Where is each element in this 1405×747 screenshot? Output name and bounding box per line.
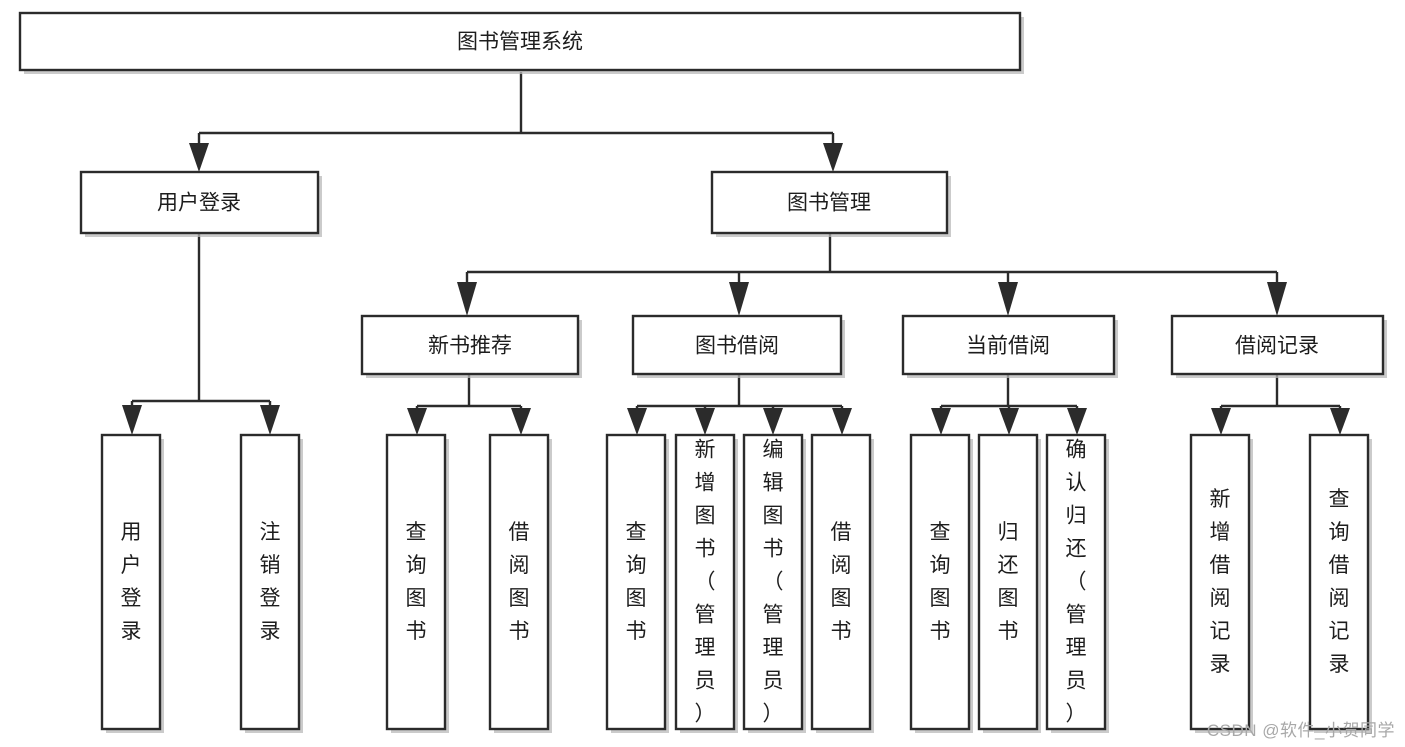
node-leaf-current-return-box[interactable]	[977, 433, 1039, 731]
node-leaf-records-query-box[interactable]	[1308, 433, 1370, 731]
node-leaf-user-login[interactable]: 用户登录	[100, 433, 164, 733]
arrowhead-to-borrow-query	[627, 408, 647, 435]
node-leaf-borrow-lend-label: 借阅图书	[831, 521, 852, 643]
node-leaf-borrow-query-label: 查询图书	[626, 521, 647, 643]
node-leaf-newbook-borrow-label: 借阅图书	[509, 521, 530, 643]
node-leaf-records-query-label: 查询借阅记录	[1329, 488, 1350, 676]
node-newbook-box[interactable]	[360, 314, 580, 376]
node-leaf-borrow-add-label: 新增图书（管理员）	[695, 439, 716, 726]
node-newbook-label: 新书推荐	[428, 335, 512, 358]
node-root-label: 图书管理系统	[457, 31, 583, 54]
node-leaf-borrow-lend[interactable]: 借阅图书	[810, 433, 874, 733]
node-leaf-borrow-add-box[interactable]	[674, 433, 736, 731]
node-bookmgmt-label: 图书管理	[787, 192, 871, 215]
connector-root-to-level2	[189, 72, 843, 172]
connector-login-to-level4	[122, 233, 280, 435]
node-leaf-borrow-edit-label: 编辑图书（管理员）	[763, 439, 784, 726]
node-bookmgmt[interactable]: 图书管理	[710, 170, 951, 237]
node-leaf-logout-box[interactable]	[239, 433, 301, 731]
node-leaf-current-return[interactable]: 归还图书	[977, 433, 1041, 733]
node-borrow-label: 图书借阅	[695, 335, 779, 358]
node-login-box[interactable]	[79, 170, 320, 235]
arrowhead-to-newbook-borrow	[511, 408, 531, 435]
node-leaf-current-confirm-box[interactable]	[1045, 433, 1107, 731]
arrowhead-to-borrow-lend	[832, 408, 852, 435]
node-leaf-current-query-box[interactable]	[909, 433, 971, 731]
arrowhead-to-borrow-edit	[763, 408, 783, 435]
node-leaf-newbook-query-label: 查询图书	[406, 521, 427, 643]
node-leaf-records-add-label: 新增借阅记录	[1210, 488, 1231, 676]
connector-newbook-to-level4	[407, 374, 531, 435]
node-leaf-current-confirm-label: 确认归还（管理员）	[1066, 439, 1087, 726]
node-leaf-newbook-query[interactable]: 查询图书	[385, 433, 449, 733]
arrowhead-to-current-query	[931, 408, 951, 435]
arrowhead-to-current	[998, 282, 1018, 316]
node-leaf-records-add-box[interactable]	[1189, 433, 1251, 731]
arrowhead-to-logout-leaf	[260, 405, 280, 435]
node-root[interactable]: 图书管理系统	[18, 11, 1024, 74]
node-leaf-borrow-add[interactable]: 新增图书（管理员）	[674, 433, 738, 733]
node-current-box[interactable]	[901, 314, 1116, 376]
node-leaf-newbook-borrow[interactable]: 借阅图书	[488, 433, 552, 733]
node-leaf-current-query-label: 查询图书	[930, 521, 951, 643]
arrowhead-to-bookmgmt	[823, 143, 843, 172]
connector-bookmgmt-to-level3	[457, 233, 1287, 316]
connector-records-to-level4	[1211, 374, 1350, 435]
node-leaf-current-query[interactable]: 查询图书	[909, 433, 973, 733]
node-login-label: 用户登录	[157, 192, 241, 215]
node-leaf-borrow-query[interactable]: 查询图书	[605, 433, 669, 733]
node-leaf-current-confirm[interactable]: 确认归还（管理员）	[1045, 433, 1109, 733]
node-leaf-logout[interactable]: 注销登录	[239, 433, 303, 733]
node-leaf-borrow-edit[interactable]: 编辑图书（管理员）	[742, 433, 806, 733]
arrowhead-to-login	[189, 143, 209, 172]
arrowhead-to-newbook	[457, 282, 477, 316]
node-newbook[interactable]: 新书推荐	[360, 314, 582, 378]
arrowhead-to-borrow	[729, 282, 749, 316]
node-leaf-current-return-label: 归还图书	[998, 521, 1019, 643]
node-leaf-user-login-label: 用户登录	[121, 521, 142, 643]
node-leaf-borrow-edit-box[interactable]	[742, 433, 804, 731]
node-leaf-records-add[interactable]: 新增借阅记录	[1189, 433, 1253, 733]
arrowhead-to-user-login-leaf	[122, 405, 142, 435]
node-records-box[interactable]	[1170, 314, 1385, 376]
connector-current-to-level4	[931, 374, 1087, 435]
node-current[interactable]: 当前借阅	[901, 314, 1118, 378]
node-login[interactable]: 用户登录	[79, 170, 322, 237]
arrowhead-to-records-add	[1211, 408, 1231, 435]
arrowhead-to-current-confirm	[1067, 408, 1087, 435]
node-leaf-borrow-query-box[interactable]	[605, 433, 667, 731]
node-leaf-user-login-box[interactable]	[100, 433, 162, 731]
node-records-label: 借阅记录	[1235, 335, 1319, 358]
node-leaf-logout-label: 注销登录	[260, 521, 281, 643]
node-leaf-newbook-borrow-box[interactable]	[488, 433, 550, 731]
arrowhead-to-records	[1267, 282, 1287, 316]
arrowhead-to-current-return	[999, 408, 1019, 435]
node-borrow-box[interactable]	[631, 314, 843, 376]
node-root-box[interactable]	[18, 11, 1022, 72]
arrowhead-to-records-query	[1330, 408, 1350, 435]
node-records[interactable]: 借阅记录	[1170, 314, 1387, 378]
node-bookmgmt-box[interactable]	[710, 170, 949, 235]
connector-borrow-to-level4	[627, 374, 852, 435]
node-leaf-borrow-lend-box[interactable]	[810, 433, 872, 731]
node-current-label: 当前借阅	[966, 335, 1050, 358]
arrowhead-to-newbook-query	[407, 408, 427, 435]
node-borrow[interactable]: 图书借阅	[631, 314, 845, 378]
arrowhead-to-borrow-add	[695, 408, 715, 435]
node-leaf-newbook-query-box[interactable]	[385, 433, 447, 731]
node-leaf-records-query[interactable]: 查询借阅记录	[1308, 433, 1372, 733]
